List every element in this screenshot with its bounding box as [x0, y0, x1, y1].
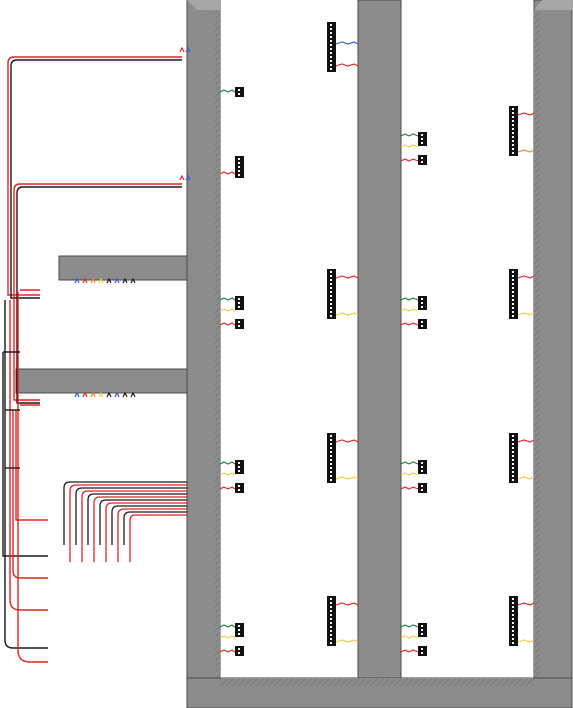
- terminal-pair-l3-lower: [235, 646, 244, 656]
- post-left-bevel: [187, 0, 220, 10]
- arm-upper: [58, 255, 188, 281]
- terminal-pair-m1-lower: [418, 319, 427, 329]
- terminal-block-top-center: [327, 22, 359, 72]
- terminal-blocks: [219, 22, 535, 656]
- terminal-pair-m1: [400, 296, 427, 326]
- post-left-edge: [215, 10, 220, 678]
- terminal-pair-m3: [400, 623, 427, 653]
- arm-plugs: [74, 46, 191, 398]
- post-right-bevel: [534, 0, 572, 10]
- frame: [15, 0, 573, 708]
- terminal-pair-m0-lower: [418, 155, 427, 165]
- arm-lower: [15, 368, 188, 394]
- terminal-block-c4: [327, 596, 359, 646]
- terminal-block-c2: [327, 269, 359, 319]
- terminal-block-r1: [509, 106, 535, 156]
- terminal-pair-m0: [400, 132, 427, 162]
- terminal-pair-l2: [219, 460, 244, 490]
- post-right: [533, 0, 573, 708]
- post-right-edge: [534, 10, 540, 678]
- left-wire-harness: [2, 56, 182, 663]
- terminal-block-r4: [509, 596, 535, 646]
- terminal-pair-l2-lower: [235, 483, 244, 493]
- post-left: [186, 0, 221, 708]
- terminal-pair-m2: [400, 460, 427, 490]
- terminal-pair-m2-lower: [418, 483, 427, 493]
- terminal-pair-l3: [219, 623, 244, 653]
- terminal-block-r2: [509, 269, 535, 319]
- bottom-rail-edge: [220, 678, 534, 686]
- terminal-block-r3: [509, 433, 535, 483]
- terminal-pair-l1-lower: [235, 319, 244, 329]
- terminal-block-c3: [327, 433, 359, 483]
- terminal-pair-m3-lower: [418, 646, 427, 656]
- post-middle: [357, 0, 402, 687]
- terminal-pair-l0b: [219, 156, 244, 178]
- terminal-pair-l0: [219, 87, 244, 97]
- ribbon-cables: [63, 481, 187, 562]
- terminal-pair-l1: [219, 296, 244, 326]
